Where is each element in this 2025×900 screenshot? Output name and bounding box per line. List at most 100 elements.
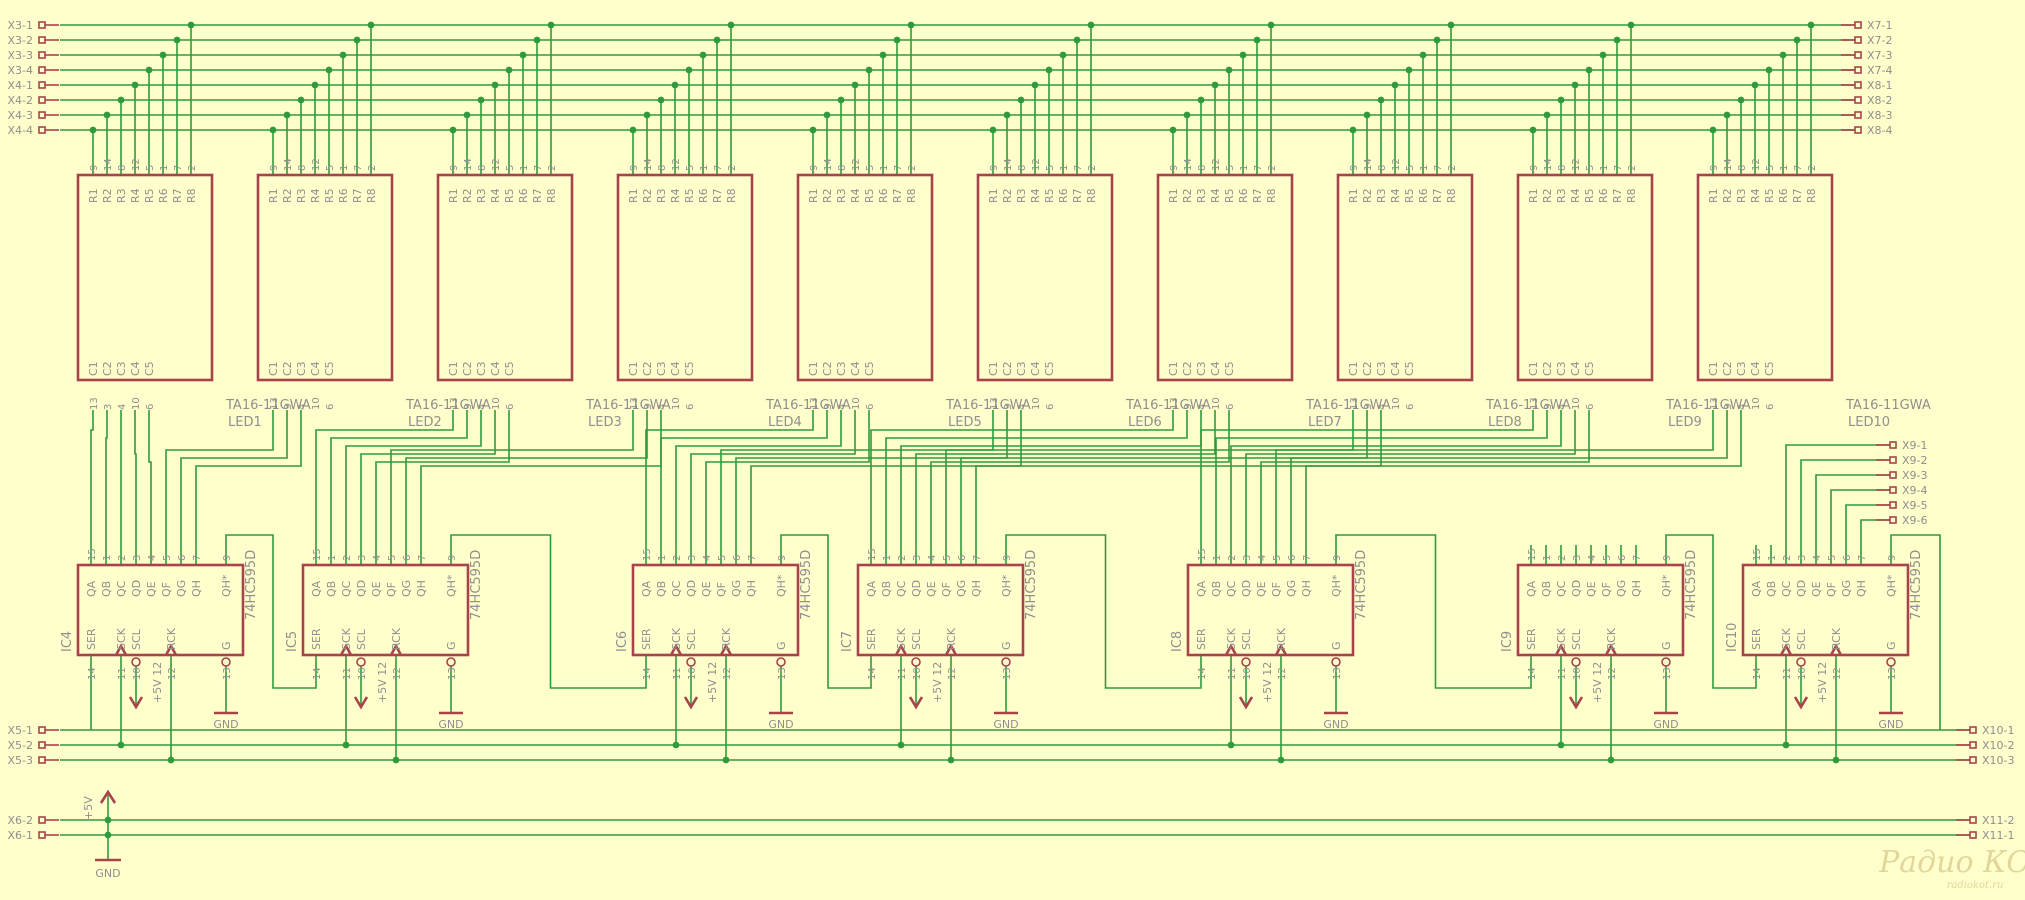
ic-pin-number: 6 <box>402 555 413 561</box>
junction-dot <box>1751 81 1759 89</box>
led-pin-number: 14 <box>463 158 474 171</box>
led-part-label: TA16-11GWA <box>765 398 851 413</box>
led-pin-name: R8 <box>725 188 738 203</box>
led-pin-number: 8 <box>297 165 308 171</box>
led-pin-name: R7 <box>1611 188 1624 203</box>
led-pin-number: 13 <box>1529 397 1540 410</box>
junction-dot <box>1419 51 1427 59</box>
ic-pin-name: QH <box>415 580 428 597</box>
junction-dot <box>643 111 651 119</box>
connector-label: X9-6 <box>1902 514 1928 527</box>
led-pin-name: C3 <box>1015 361 1028 376</box>
led-pin-number: 9 <box>989 165 1000 171</box>
junction-dot <box>269 126 277 134</box>
led-display-body <box>1336 173 1474 382</box>
shift-register-body <box>631 563 800 657</box>
led-pin-name: C5 <box>323 361 336 376</box>
led-pin-name: R2 <box>1721 188 1734 203</box>
junction-dot <box>879 51 887 59</box>
led-display-body <box>1156 173 1294 382</box>
ic-pin-number: 3 <box>132 555 143 561</box>
led-pin-name: R3 <box>835 188 848 203</box>
led-pin-number: 10 <box>311 397 322 410</box>
junction-dot <box>1169 126 1177 134</box>
ic-pin-name: QF <box>1825 582 1838 597</box>
junction-dot <box>342 741 350 749</box>
led-pin-name: C4 <box>489 361 502 376</box>
led-pin-number: 1 <box>1239 165 1250 171</box>
led-pin-number: 14 <box>1363 158 1374 171</box>
power-label: +5V <box>82 796 95 820</box>
ic-pin-name: QE <box>1255 581 1268 597</box>
led-to-ic-wire <box>148 410 152 545</box>
connector-label: X5-3 <box>7 754 33 767</box>
led-pin-number: 2 <box>547 165 558 171</box>
junction-dot <box>722 756 730 764</box>
ic-pin-name: SER <box>1750 628 1763 650</box>
led-pin-name: R8 <box>905 188 918 203</box>
junction-dot <box>1571 81 1579 89</box>
led-pin-number: 13 <box>989 397 1000 410</box>
led-to-ic-wire <box>675 410 842 545</box>
led-pin-number: 7 <box>173 165 184 171</box>
led-pin-number: 3 <box>103 404 114 410</box>
daisy-chain-wire <box>450 534 647 689</box>
ic-pin-name: QA <box>640 580 653 597</box>
ic-pin-number: 12 <box>722 667 733 680</box>
junction-dot <box>1031 81 1039 89</box>
clock-wedge <box>944 643 958 656</box>
ic-pin-number: 10 <box>687 667 698 680</box>
led-pin-number: 4 <box>297 404 308 410</box>
led-pin-number: 7 <box>713 165 724 171</box>
ic-pin-number: 14 <box>1527 667 1538 680</box>
vcc-arrow <box>1238 696 1254 710</box>
led-pin-name: C3 <box>1555 361 1568 376</box>
led-pin-number: 12 <box>1031 158 1042 171</box>
ic-pin-name: QB <box>100 581 113 597</box>
ic-ref-label: IC10 <box>1725 623 1740 652</box>
clock-wedge <box>669 643 683 656</box>
led-pin-number: 2 <box>1807 165 1818 171</box>
junction-dot <box>1073 36 1081 44</box>
led-pin-name: R4 <box>1569 188 1582 203</box>
led-pin-number: 1 <box>1599 165 1610 171</box>
led-pin-name: C1 <box>627 361 640 376</box>
connector-box <box>1854 126 1862 134</box>
led-pin-name: C4 <box>1389 361 1402 376</box>
gnd-label: GND <box>438 718 463 731</box>
junction-dot <box>1723 111 1731 119</box>
ic-pin-name: QE <box>925 581 938 597</box>
led-pin-number: 10 <box>1571 397 1582 410</box>
connector-box <box>1854 36 1862 44</box>
ic-pin-name: QB <box>325 581 338 597</box>
ic-pin-name: SCK <box>895 627 908 650</box>
junction-dot <box>1779 51 1787 59</box>
led-to-ic-wire <box>1290 410 1728 545</box>
led-pin-number: 6 <box>1045 404 1056 410</box>
connector-box <box>38 21 46 29</box>
led-pin-number: 9 <box>449 165 460 171</box>
led-pin-number: 6 <box>1765 404 1776 410</box>
led-pin-number: 10 <box>671 397 682 410</box>
ic-pin-number: 13 <box>222 667 233 680</box>
ic-pin-number: 15 <box>1527 548 1538 561</box>
led-pin-name: C5 <box>1043 361 1056 376</box>
connector-label: X7-3 <box>1867 49 1893 62</box>
led-ref-label: LED2 <box>408 415 442 430</box>
junction-dot <box>103 111 111 119</box>
led-pin-number: 10 <box>851 397 862 410</box>
ic-ref-label: IC8 <box>1170 631 1185 652</box>
led-pin-number: 9 <box>629 165 640 171</box>
ic-pin-number: 10 <box>1242 667 1253 680</box>
connector-box <box>1854 111 1862 119</box>
junction-dot <box>851 81 859 89</box>
connector-box <box>1889 456 1897 464</box>
vcc-pin-label: +5V 12 <box>706 662 719 703</box>
led-part-label: TA16-11GWA <box>1485 398 1571 413</box>
connector-label: X3-3 <box>7 49 33 62</box>
junction-dot <box>1017 96 1025 104</box>
led-pin-name: R3 <box>295 188 308 203</box>
ic-pin-number: 2 <box>672 555 683 561</box>
ic-pin-name: SCK <box>1555 627 1568 650</box>
connector-box <box>38 756 46 764</box>
